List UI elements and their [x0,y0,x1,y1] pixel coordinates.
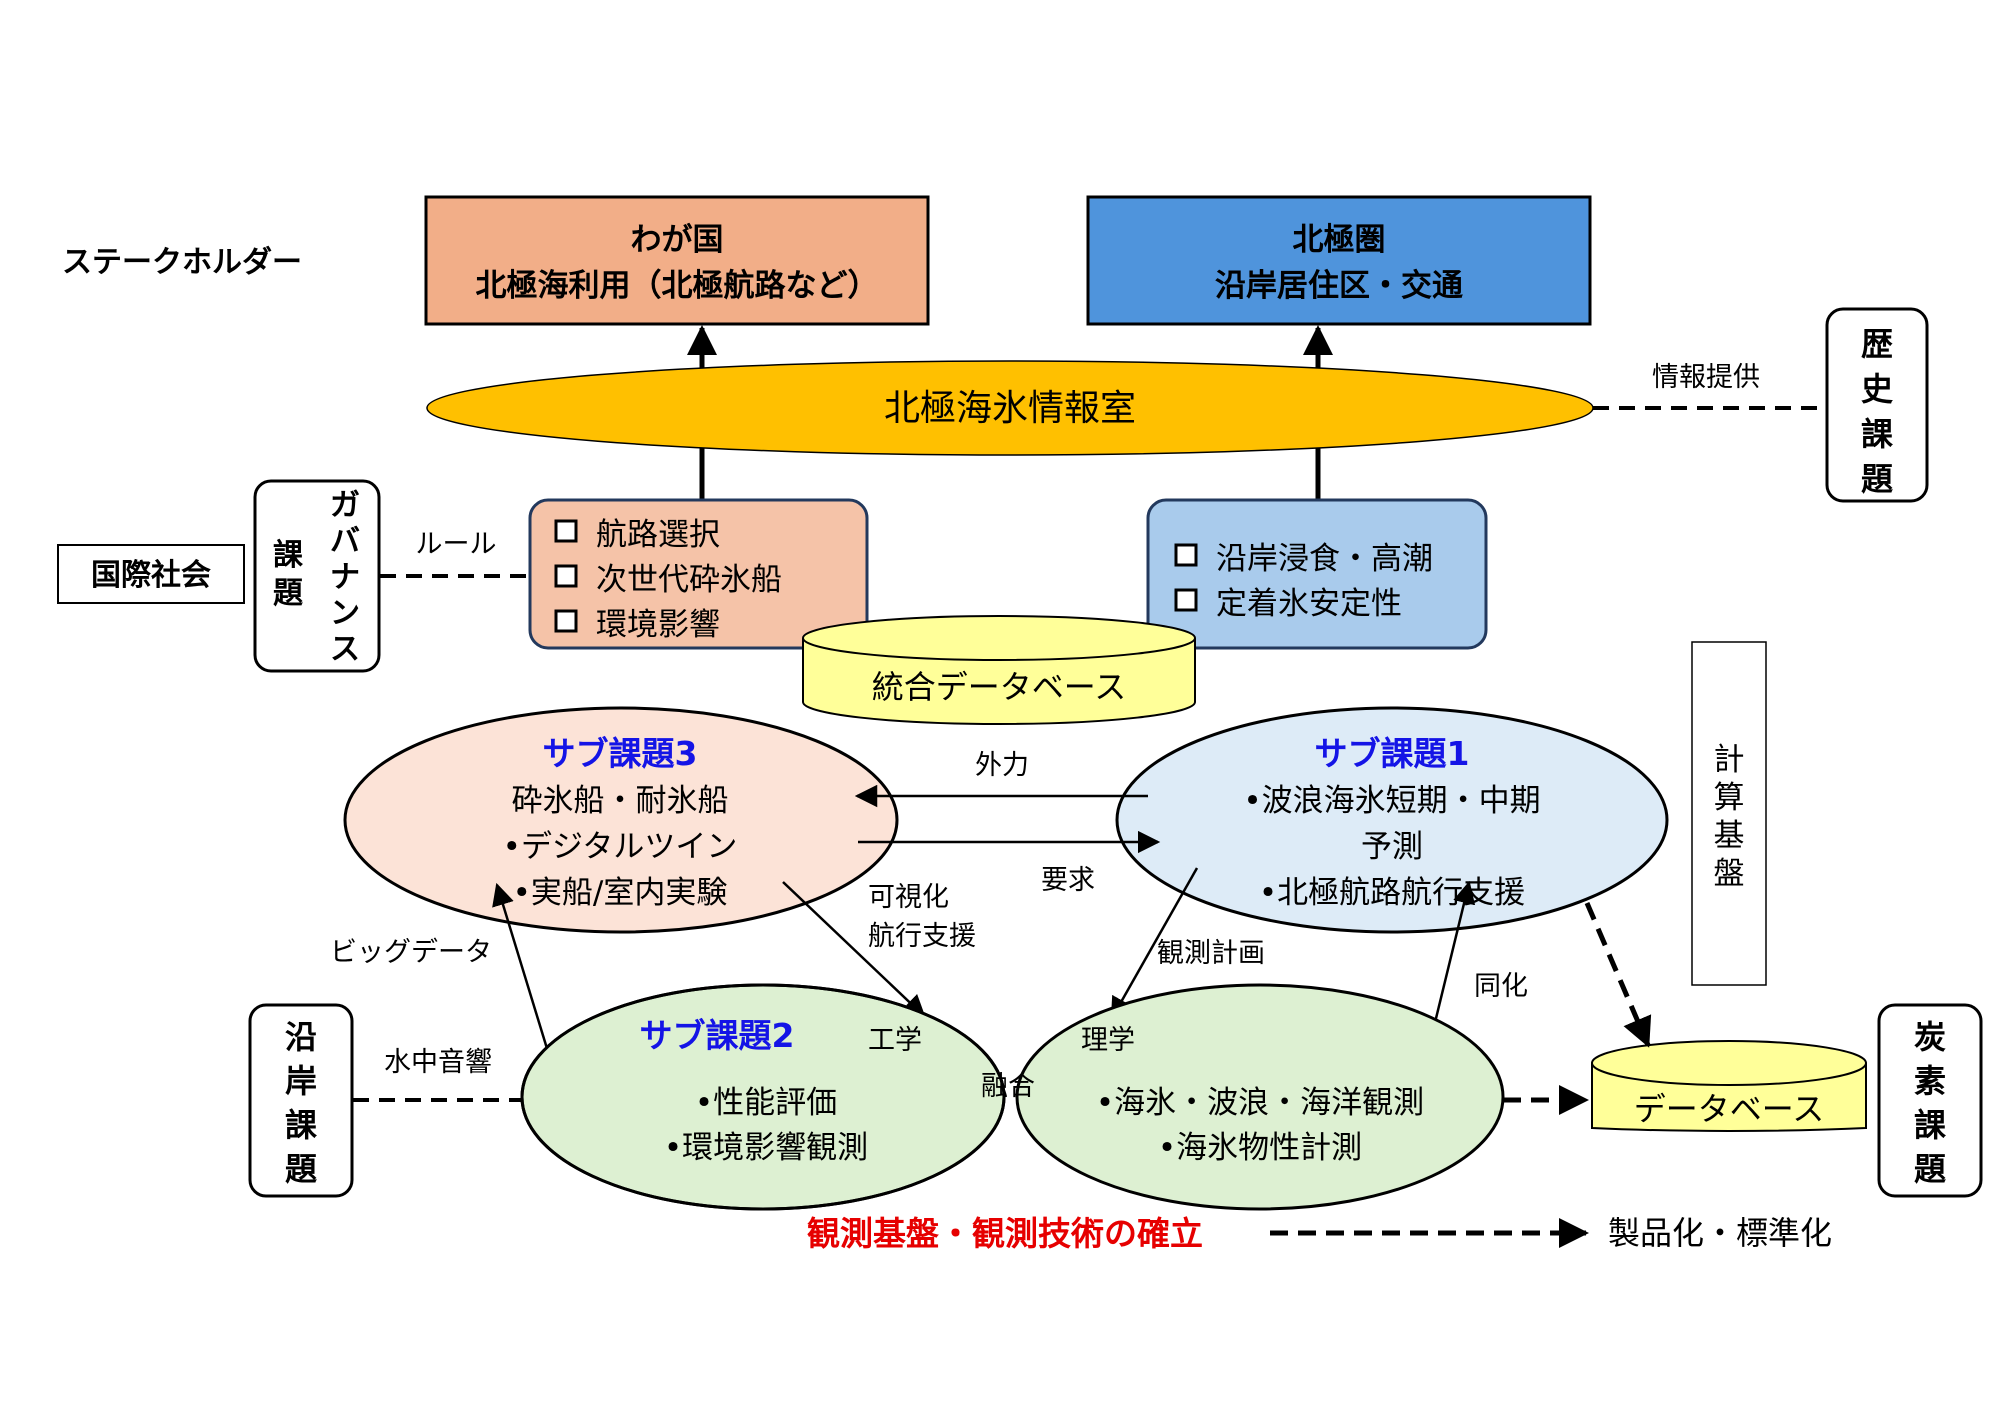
svg-text:統合データベース: 統合データベース [872,668,1126,706]
svg-text:•実船/室内実験: •実船/室内実験 [513,875,728,911]
subtask3-title: サブ課題3 [543,734,698,773]
svg-text:•環境影響観測: •環境影響観測 [664,1130,868,1166]
observation-foundation-label: 観測基盤・観測技術の確立 [807,1214,1203,1253]
svg-text:ガ: ガ [330,488,360,523]
underwater-acoustics-label: 水中音響 [384,1047,492,1078]
svg-text:岸: 岸 [285,1062,317,1100]
computing-infrastructure-box: 計 算 基 盤 [1691,641,1767,986]
coastal-task-side-box: 沿 岸 課 題 [248,1003,354,1198]
international-society-box: 国際社会 [57,544,245,604]
visualization-arrow [782,881,926,1018]
carbon-task-box: 炭 素 課 題 [1877,1003,1983,1198]
coastal-task-box: 沿岸浸食・高潮 定着氷安定性 [1146,498,1488,650]
svg-text:盤: 盤 [1714,856,1745,892]
observation-plan-arrow [1110,867,1199,1020]
svg-text:算: 算 [1714,780,1745,816]
arctic-title: 北極圏 [1293,222,1386,258]
assimilation-arrow [1428,880,1476,1044]
svg-text:素: 素 [1914,1062,1946,1100]
svg-text:題: 題 [285,1150,317,1188]
svg-text:課: 課 [1914,1106,1946,1144]
arctic-subtitle: 沿岸居住区・交通 [1215,268,1463,304]
svg-text:•性能評価: •性能評価 [695,1085,837,1121]
svg-text:•北極航路航行支援: •北極航路航行支援 [1259,875,1525,911]
svg-text:•デジタルツイン: •デジタルツイン [503,829,738,865]
svg-text:データベース: データベース [1634,1090,1824,1128]
subtask2-outline [520,983,1006,1211]
external-force-label: 外力 [975,750,1029,781]
svg-text:•海氷・波浪・海洋観測: •海氷・波浪・海洋観測 [1096,1085,1424,1121]
sub1-to-database-arrow [1584,902,1652,1048]
svg-text:題: 題 [1914,1150,1946,1188]
domestic-title: わが国 [631,222,724,258]
history-task-box: 歴 史 課 題 [1825,307,1929,503]
square-checkbox-icon [554,519,578,543]
svg-text:砕氷船・耐氷船: 砕氷船・耐氷船 [512,783,729,819]
svg-text:次世代砕氷船: 次世代砕氷船 [596,562,782,598]
svg-text:課: 課 [285,1106,317,1144]
navigation-task-box: 航路選択 次世代砕氷船 環境影響 [528,498,869,650]
svg-text:基: 基 [1714,818,1745,854]
observation-plan-label: 観測計画 [1157,938,1265,969]
visualization-label: 可視化 [868,882,949,913]
svg-text:題: 題 [1861,460,1893,498]
svg-text:ス: ス [330,632,360,667]
svg-text:予測: 予測 [1361,829,1423,865]
subtask1-title: サブ課題1 [1315,734,1470,773]
productization-label: 製品化・標準化 [1608,1214,1832,1252]
assimilation-label: 同化 [1474,971,1528,1002]
science-ellipse [1015,983,1505,1211]
science-label: 理学 [1081,1025,1135,1056]
stakeholder-label: ステークホルダー [62,245,302,280]
svg-text:航路選択: 航路選択 [596,517,720,553]
svg-text:•海氷物性計測: •海氷物性計測 [1158,1130,1362,1166]
svg-text:定着氷安定性: 定着氷安定性 [1216,586,1402,622]
svg-text:沿岸浸食・高潮: 沿岸浸食・高潮 [1216,541,1433,577]
square-checkbox-icon [554,609,578,633]
navigation-support-label: 航行支援 [868,921,976,952]
database-cylinder: データベース [1591,1040,1867,1132]
svg-text:史: 史 [1861,370,1893,408]
svg-text:環境影響: 環境影響 [596,607,720,643]
svg-text:ナ: ナ [330,560,360,595]
square-checkbox-icon [1174,588,1198,612]
svg-text:題: 題 [273,576,303,611]
big-data-arrow [492,882,558,1079]
svg-text:ン: ン [330,596,360,631]
svg-text:国際社会: 国際社会 [91,558,211,593]
fusion-label: 融合 [981,1071,1035,1102]
info-provision-label: 情報提供 [1652,362,1760,393]
request-label: 要求 [1041,865,1095,896]
domestic-subtitle: 北極海利用（北極航路など） [476,268,879,304]
svg-text:課: 課 [1861,415,1893,453]
svg-text:歴: 歴 [1861,325,1893,363]
square-checkbox-icon [554,564,578,588]
square-checkbox-icon [1174,543,1198,567]
subtask1-ellipse: サブ課題1 •波浪海氷短期・中期 予測 •北極航路航行支援 [1115,706,1669,934]
svg-text:計: 計 [1714,742,1745,778]
integrated-database-cylinder: 統合データベース [802,615,1196,725]
governance-task-box: ガ バ ナ ン ス 課 題 [253,479,381,673]
svg-text:炭: 炭 [1914,1018,1946,1056]
subtask2-title: サブ課題2 [640,1016,795,1055]
svg-text:沿: 沿 [285,1018,317,1056]
svg-text:•波浪海氷短期・中期: •波浪海氷短期・中期 [1243,783,1540,819]
sea-ice-info-room-label: 北極海氷情報室 [884,388,1136,429]
rule-label: ルール [416,529,497,560]
big-data-label: ビッグデータ [330,937,492,968]
arctic-region-box: 北極圏 沿岸居住区・交通 [1086,195,1592,326]
engineering-label: 工学 [868,1025,922,1056]
domestic-use-box: わが国 北極海利用（北極航路など） [424,195,930,326]
svg-text:バ: バ [330,524,360,559]
subtask3-ellipse: サブ課題3 砕氷船・耐氷船 •デジタルツイン •実船/室内実験 [343,706,899,934]
svg-text:課: 課 [273,538,304,573]
